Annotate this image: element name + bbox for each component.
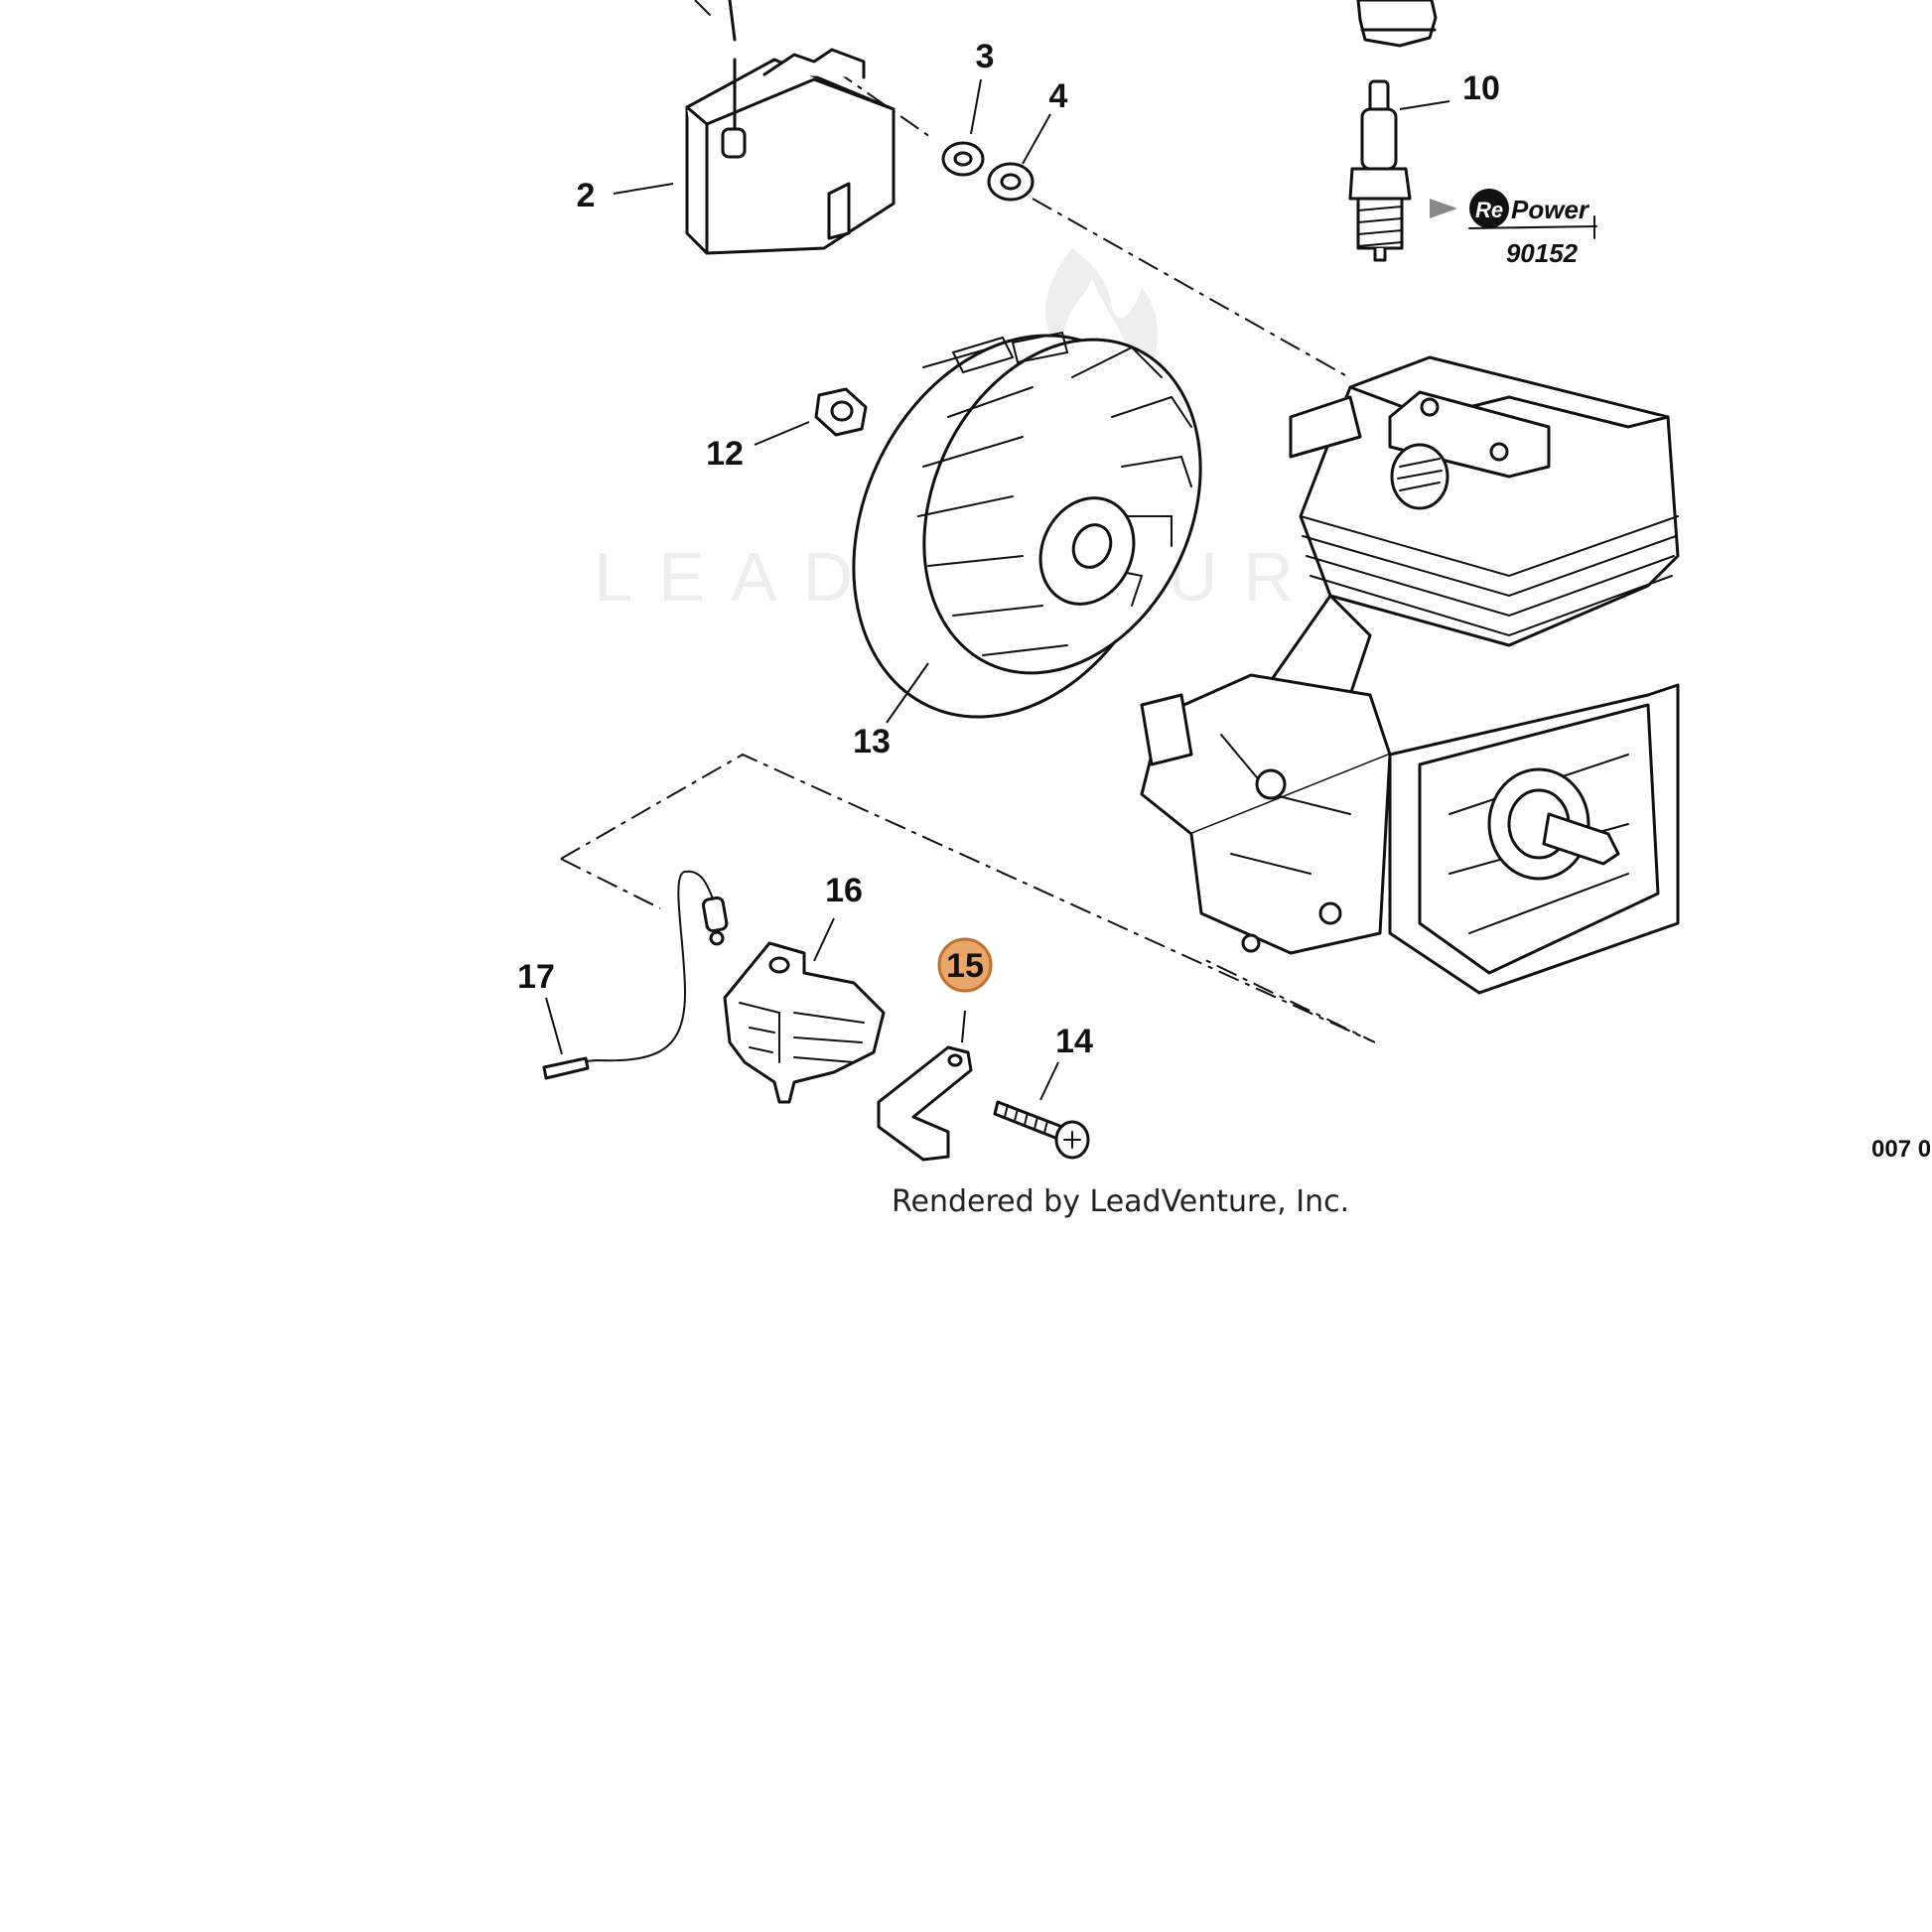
leader-16	[813, 917, 835, 962]
callout-15-highlight[interactable]	[937, 937, 993, 993]
callout-14[interactable]: 14	[1055, 1023, 1093, 1060]
callout-12[interactable]: 12	[706, 435, 744, 473]
spacer[interactable]	[987, 162, 1035, 202]
callout-17[interactable]: 17	[517, 958, 555, 996]
clip-bracket[interactable]	[877, 1045, 973, 1162]
screw[interactable]	[993, 1100, 1090, 1160]
washer[interactable]	[941, 141, 985, 177]
brand-name-suffix: Power	[1511, 195, 1590, 224]
leader-3	[970, 78, 982, 135]
leader-4	[1022, 113, 1051, 165]
assembly-line-coil-to-cylinder	[833, 69, 1346, 376]
brand-name-prefix: Re	[1475, 198, 1503, 222]
leader-14	[1039, 1061, 1059, 1101]
callout-15[interactable]: 15	[946, 947, 984, 985]
repower-logo-icon	[1469, 189, 1509, 228]
flywheel[interactable]	[794, 283, 1253, 768]
callout-4[interactable]: 4	[1049, 77, 1068, 115]
leader-2	[613, 183, 674, 195]
leader-13	[886, 662, 929, 724]
leader-15	[961, 1010, 966, 1043]
assembly-line-coil	[694, 0, 716, 21]
callout-2[interactable]: 2	[577, 177, 596, 214]
spark-plug-boot[interactable]	[1356, 0, 1438, 48]
brand-part-number: 90152	[1506, 238, 1579, 268]
callout-3[interactable]: 3	[976, 38, 995, 75]
leader-10	[1399, 100, 1450, 110]
leader-12	[754, 421, 810, 446]
callout-16[interactable]: 16	[825, 872, 863, 909]
leader-17	[545, 997, 563, 1055]
engine-cylinder[interactable]	[1289, 355, 1680, 647]
ignition-module-bracket[interactable]	[723, 941, 886, 1104]
flame-watermark-icon	[1045, 248, 1159, 397]
callout-10[interactable]: 10	[1462, 69, 1500, 107]
crankcase[interactable]	[1140, 594, 1680, 995]
ground-wire[interactable]	[542, 870, 729, 1080]
diagram-code: 007 0	[1871, 1136, 1931, 1163]
spark-plug[interactable]	[1348, 79, 1412, 262]
assembly-line-lower	[560, 753, 1376, 1043]
arrow-right-icon	[1430, 199, 1457, 218]
repower-brand: Re Power 90152	[1430, 189, 1597, 268]
ignition-coil[interactable]	[685, 0, 896, 255]
footer-credit: Rendered by LeadVenture, Inc.	[892, 1184, 1349, 1219]
flywheel-nut[interactable]	[814, 387, 868, 437]
callout-13[interactable]: 13	[853, 723, 891, 760]
